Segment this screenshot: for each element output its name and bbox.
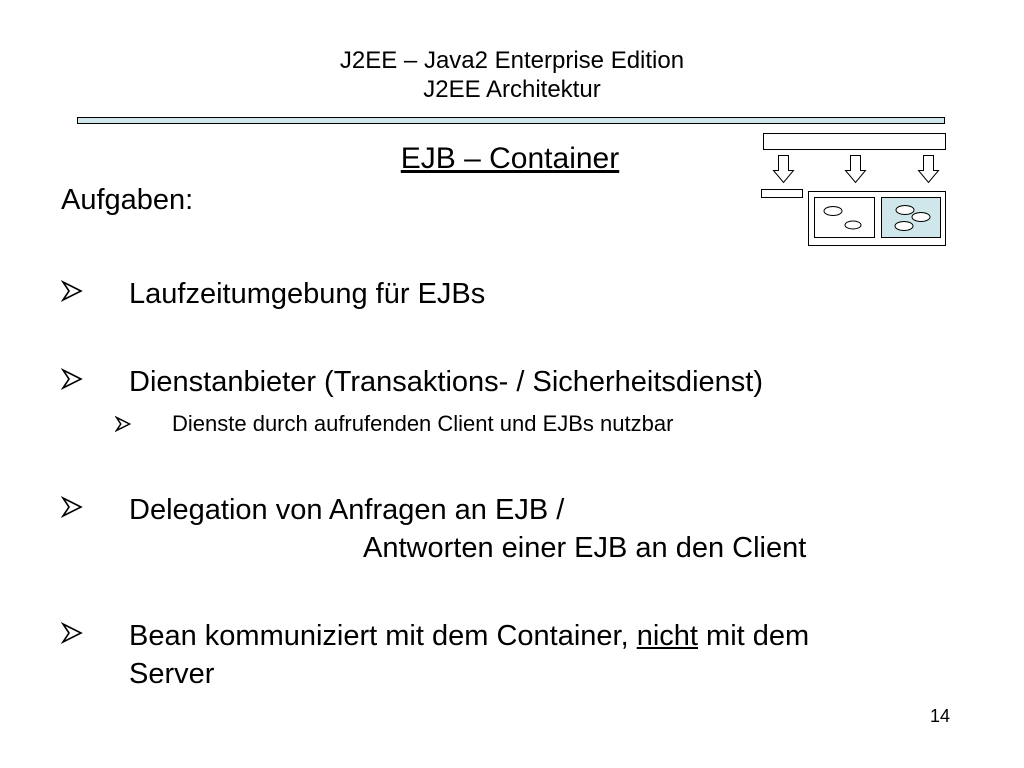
bullet-text: Bean kommuniziert mit dem Container, nic… — [129, 618, 809, 654]
arrowhead-bullet-icon — [61, 496, 83, 518]
bullet-text-part: mit dem — [697, 620, 810, 652]
down-arrow-icon — [917, 155, 940, 184]
arrowhead-bullet-icon — [61, 368, 83, 390]
arrowhead-bullet-icon — [61, 622, 83, 644]
slide-title: J2EE – Java2 Enterprise Edition J2EE Arc… — [0, 46, 1024, 104]
page-number: 14 — [930, 706, 951, 726]
bullet-text-part: Bean kommuniziert mit dem Container, — [129, 620, 637, 652]
ejb-container-diagram — [761, 133, 946, 246]
bullet-text-continued: Antworten einer EJB an den Client — [363, 532, 807, 564]
arrowhead-bullet-icon — [61, 280, 83, 302]
slide-subtitle: EJB – Container — [400, 142, 620, 175]
bullet-text-continued: Server — [129, 658, 215, 690]
bullet-text: Dienstanbieter (Transaktions- / Sicherhe… — [129, 366, 763, 398]
bullet-text: Delegation von Anfragen an EJB / — [129, 494, 565, 526]
section-heading: Aufgaben: — [61, 184, 194, 216]
diagram-side-bar — [761, 189, 803, 198]
bullet-text: Laufzeitumgebung für EJBs — [129, 278, 486, 310]
emphasis-text: nicht — [636, 620, 698, 652]
down-arrow-icon — [772, 155, 795, 184]
sub-bullet-text: Dienste durch aufrufenden Client und EJB… — [172, 411, 674, 436]
slide-title-line1: J2EE – Java2 Enterprise Edition — [339, 47, 685, 74]
arrowhead-bullet-icon — [115, 416, 131, 432]
diagram-container-box-highlighted — [881, 197, 941, 238]
diagram-top-bar — [763, 133, 946, 150]
slide-title-line2: J2EE Architektur — [423, 76, 601, 103]
diagram-container-box — [814, 197, 875, 238]
title-divider — [77, 117, 945, 124]
down-arrow-icon — [844, 155, 867, 184]
